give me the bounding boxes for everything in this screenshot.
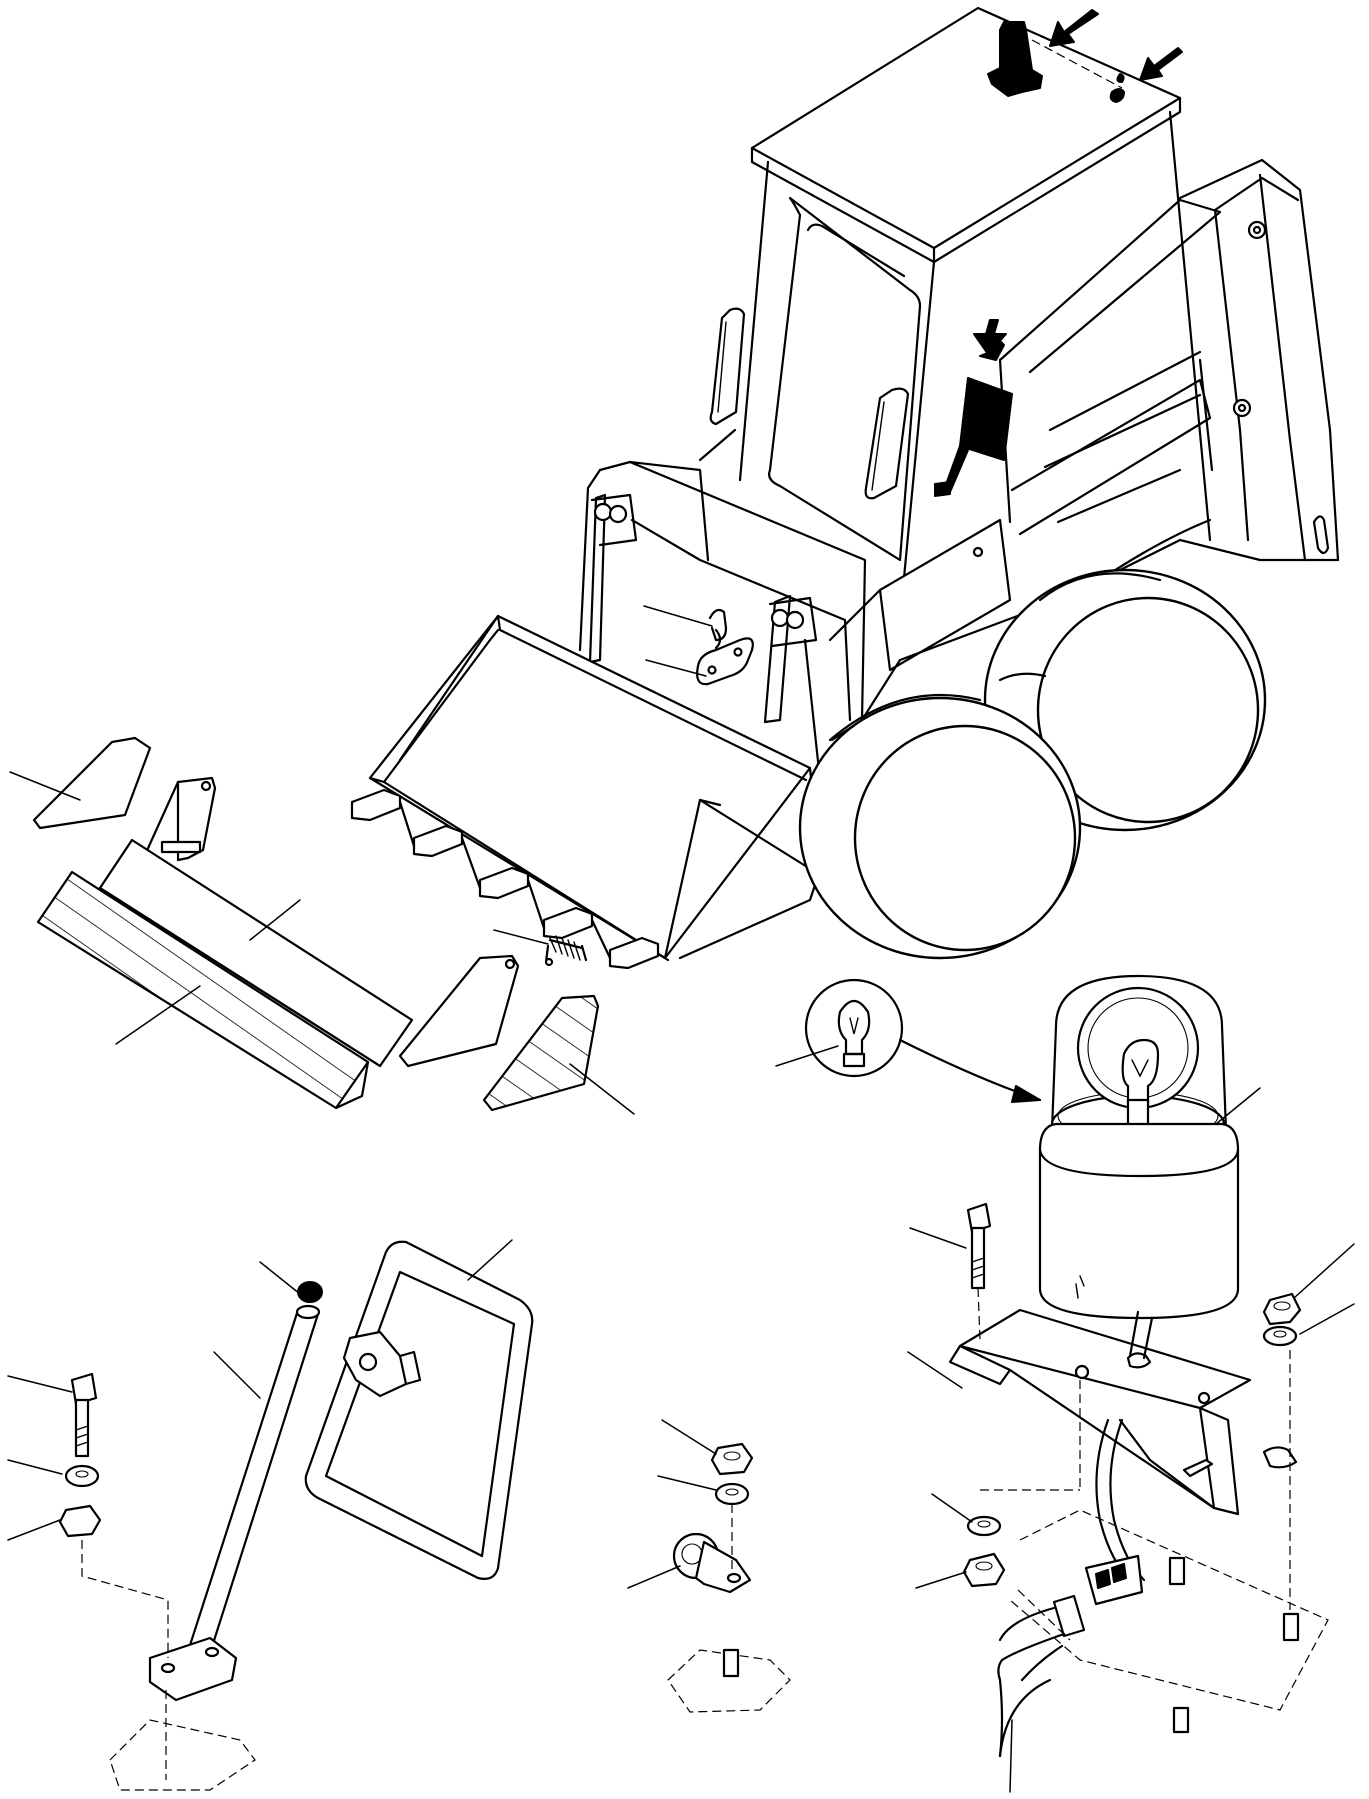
mounting-bracket [948, 1308, 1298, 1516]
bulb-arrow [898, 1038, 1042, 1103]
mirror-arm [148, 1281, 323, 1702]
spring-clip [708, 608, 728, 650]
skid-steer-loader [350, 6, 1340, 970]
side-panel [398, 954, 520, 1068]
mirror [304, 1240, 534, 1580]
control-console [828, 329, 1013, 672]
bolt [966, 1202, 992, 1341]
nut [710, 1442, 754, 1476]
clamp-fixing-plate [667, 1504, 791, 1713]
washer [1262, 1325, 1298, 1347]
loader-arm [998, 158, 1340, 582]
washer [714, 1482, 750, 1506]
bolt [70, 1372, 98, 1458]
beacon-bulb [804, 978, 904, 1078]
reflective-strip [36, 870, 370, 1110]
bucket [350, 614, 837, 970]
nut [58, 1504, 102, 1538]
tires [798, 568, 1267, 960]
reflective-strip [98, 838, 414, 1068]
mirror-fixing-plate [81, 1540, 256, 1791]
warning-beacon [1038, 974, 1240, 1320]
leader-lines [7, 605, 1355, 1793]
retaining-plate [696, 637, 754, 686]
washer [966, 1515, 1002, 1537]
roof-beacon-mount [987, 21, 1125, 103]
cab-frame [698, 110, 1212, 622]
pipe-clamp [672, 1532, 752, 1594]
spring [544, 935, 588, 967]
washer [64, 1464, 100, 1488]
callout-arrows [973, 9, 1183, 355]
nut [1262, 1292, 1302, 1326]
cable-connector [997, 1554, 1144, 1758]
front-frame [578, 460, 867, 782]
nut [962, 1552, 1006, 1588]
fixing-plate [980, 1350, 1329, 1734]
side-panel [482, 994, 600, 1112]
side-panel [32, 736, 152, 830]
